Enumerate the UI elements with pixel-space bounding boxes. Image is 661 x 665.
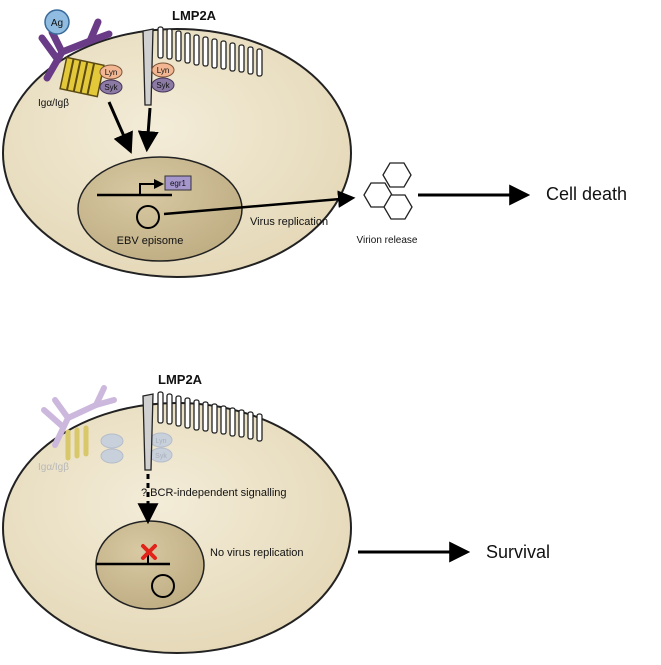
lmp2a-signal-arrow — [137, 107, 159, 153]
egr1-label: egr1 — [170, 179, 187, 188]
bcr-antibody-faded — [41, 385, 117, 448]
lyn-label-lmp2a: Lyn — [157, 66, 170, 75]
lmp2a-protein-bottom — [142, 391, 263, 471]
outcome-label-bottom: Survival — [486, 542, 550, 562]
syk-label-lmp2a: Syk — [156, 81, 170, 90]
replication-arrow — [163, 190, 356, 216]
signalling-label: ? BCR-independent signalling — [141, 487, 287, 499]
lyn-label-bcr: Lyn — [105, 68, 118, 77]
antigen-icon — [44, 9, 70, 35]
no-replication-label: No virus replication — [210, 547, 304, 559]
virion-icons — [363, 162, 413, 220]
receptor-label-faded: Igα/Igβ — [38, 462, 69, 473]
bcr-antibody — [38, 18, 113, 82]
syk-label-faded: Syk — [155, 453, 167, 460]
syk-label-bcr: Syk — [104, 83, 118, 92]
egr1-gene-box — [164, 175, 192, 191]
ag-label: Ag — [51, 18, 63, 29]
receptor-label: Igα/Igβ — [38, 98, 69, 109]
kinases-faded — [100, 432, 173, 464]
transcription-start-arrow — [139, 179, 164, 195]
ig-alpha-beta-icon — [59, 56, 105, 98]
ig-alpha-beta-faded-icon — [65, 425, 89, 461]
lyn-kinase-bcr — [99, 64, 123, 80]
syk-kinase-bcr — [99, 79, 123, 95]
bcr-signal-arrow — [107, 101, 133, 154]
lyn-label-faded: Lyn — [155, 438, 166, 445]
replication-label: Virus replication — [250, 216, 328, 228]
ebv-episome-icon-bottom — [151, 574, 175, 598]
lyn-kinase-lmp2a — [151, 62, 175, 78]
virion-label: Virion release — [357, 235, 418, 246]
top-nucleus — [77, 156, 243, 262]
lmp2a-label-top: LMP2A — [172, 8, 217, 23]
lmp2a-protein — [142, 26, 263, 106]
ebv-episome-icon — [136, 205, 160, 229]
lmp2a-label-bottom: LMP2A — [158, 372, 203, 387]
block-x-icon — [141, 544, 157, 560]
syk-kinase-lmp2a — [151, 77, 175, 93]
episome-label: EBV episome — [117, 235, 184, 247]
bottom-panel: Igα/Igβ Lyn Syk — [2, 372, 550, 654]
outcome-label-top: Cell death — [546, 184, 627, 204]
top-panel: Ag Lyn Syk Igα/Igβ LMP — [2, 8, 627, 278]
